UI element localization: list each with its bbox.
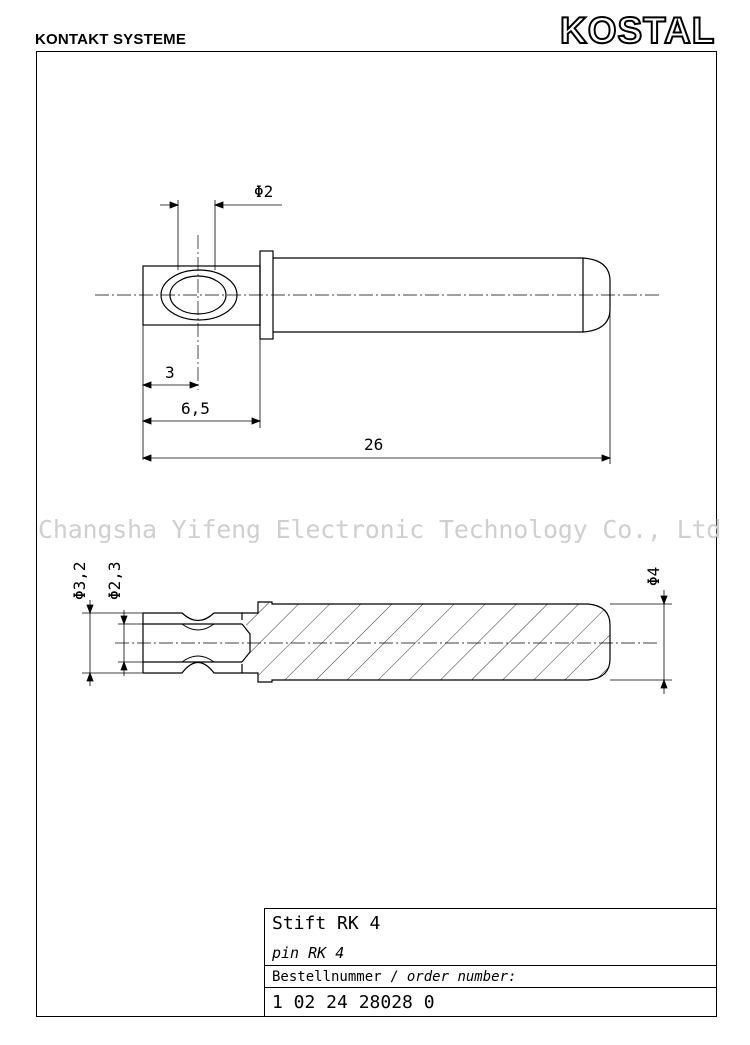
dimensions-section-view	[82, 590, 672, 694]
order-label-german: Bestellnummer /	[272, 969, 399, 985]
kostal-logo: KOSTAL	[559, 10, 716, 52]
cross-hole-outer	[160, 269, 238, 321]
order-number-value: 1 02 24 28028 0	[272, 992, 435, 1013]
dim-total-length: 26	[364, 435, 383, 454]
section-hatched-body	[242, 602, 610, 682]
pin-body	[273, 257, 611, 333]
dim-hole-position: 3	[165, 363, 175, 382]
dim-collar-position: 6,5	[181, 399, 210, 418]
pin-section-view	[115, 601, 660, 683]
order-label-english: order number:	[398, 969, 517, 985]
pin-collar	[259, 250, 274, 340]
pin-top-view	[95, 235, 660, 390]
part-name-german: Stift RK 4	[272, 913, 381, 934]
watermark-text: Changsha Yifeng Electronic Technology Co…	[38, 515, 722, 544]
part-name-english: pin RK 4	[265, 938, 717, 966]
dim-outer-diameter-end: Φ3,2	[70, 561, 89, 600]
dim-pin-diameter: Φ4	[644, 567, 663, 586]
dim-hole-diameter: Φ2	[254, 182, 273, 201]
division-label: KONTAKT SYSTEME	[35, 31, 187, 48]
order-number-label: Bestellnummer / order number:	[265, 966, 717, 988]
drawing-frame	[36, 51, 717, 1017]
title-block: Stift RK 4 pin RK 4 Bestellnummer / orde…	[264, 908, 717, 1016]
dim-inner-diameter-end: Φ2,3	[105, 561, 124, 600]
dimensions-top-view	[141, 200, 612, 464]
